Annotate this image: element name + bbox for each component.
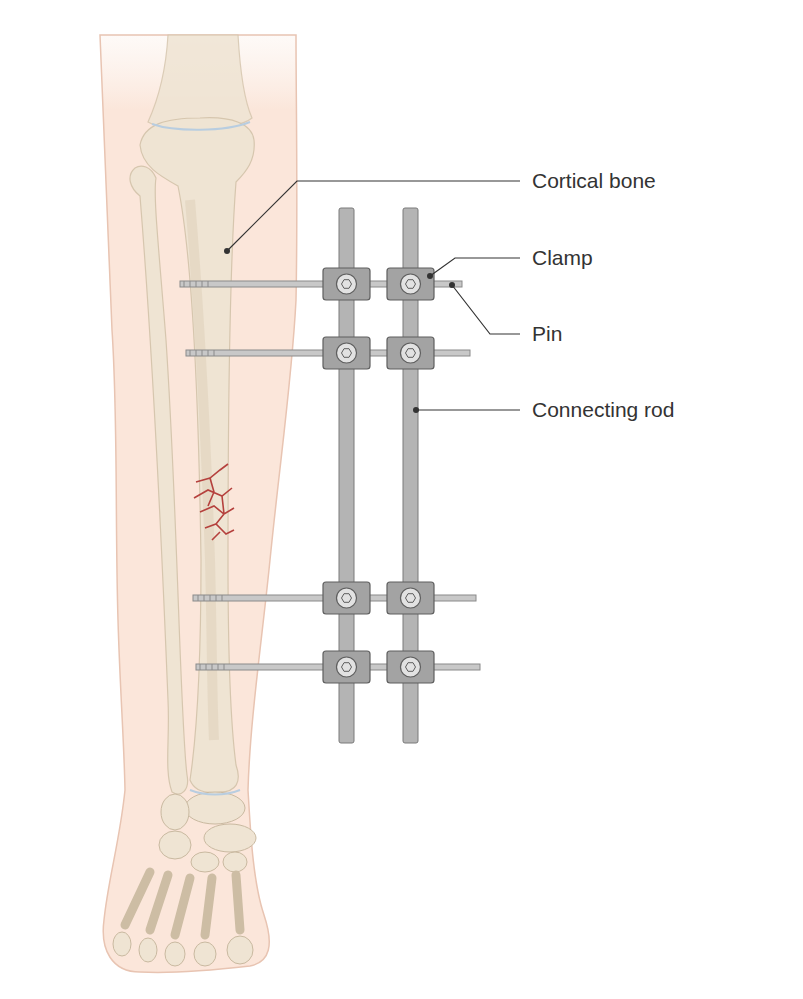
femur	[148, 35, 252, 129]
pins	[180, 281, 480, 670]
bolt-hexagons	[342, 280, 416, 672]
part-label: Cortical bone	[532, 169, 656, 193]
leg-outline	[100, 35, 297, 973]
part-label: Clamp	[532, 246, 593, 270]
leader-dots	[224, 248, 455, 413]
tibia	[140, 118, 254, 793]
leader-lines	[227, 181, 520, 410]
foot-bones	[113, 792, 256, 966]
part-label: Connecting rod	[532, 398, 674, 422]
knee-joint	[152, 122, 250, 130]
fibula	[130, 166, 188, 794]
fracture-lines	[194, 464, 234, 540]
pin-threads	[184, 281, 224, 670]
clamp-bolts	[337, 274, 421, 677]
clamps	[323, 268, 434, 683]
part-label: Pin	[532, 322, 562, 346]
ankle-joint	[190, 790, 240, 795]
